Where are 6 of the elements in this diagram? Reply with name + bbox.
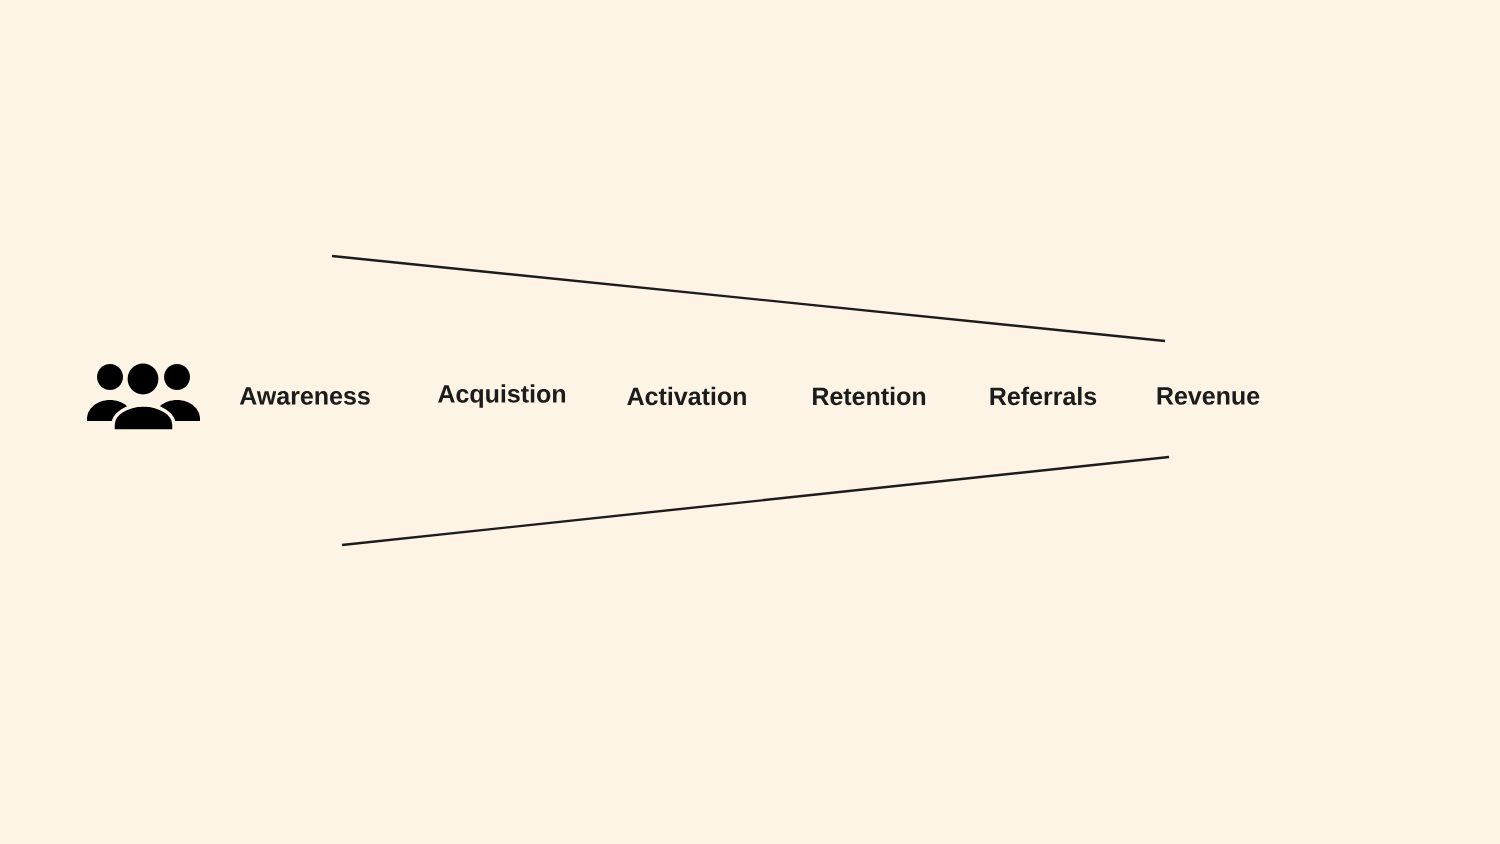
stage-label: Retention (813, 386, 926, 406)
stage-label: Acquistion (438, 384, 566, 408)
stage-label: Revenue (1157, 387, 1260, 405)
stage-label: Activation (627, 386, 746, 406)
stage-label: Referrals (990, 386, 1097, 406)
stage-label: Awareness (239, 387, 370, 405)
